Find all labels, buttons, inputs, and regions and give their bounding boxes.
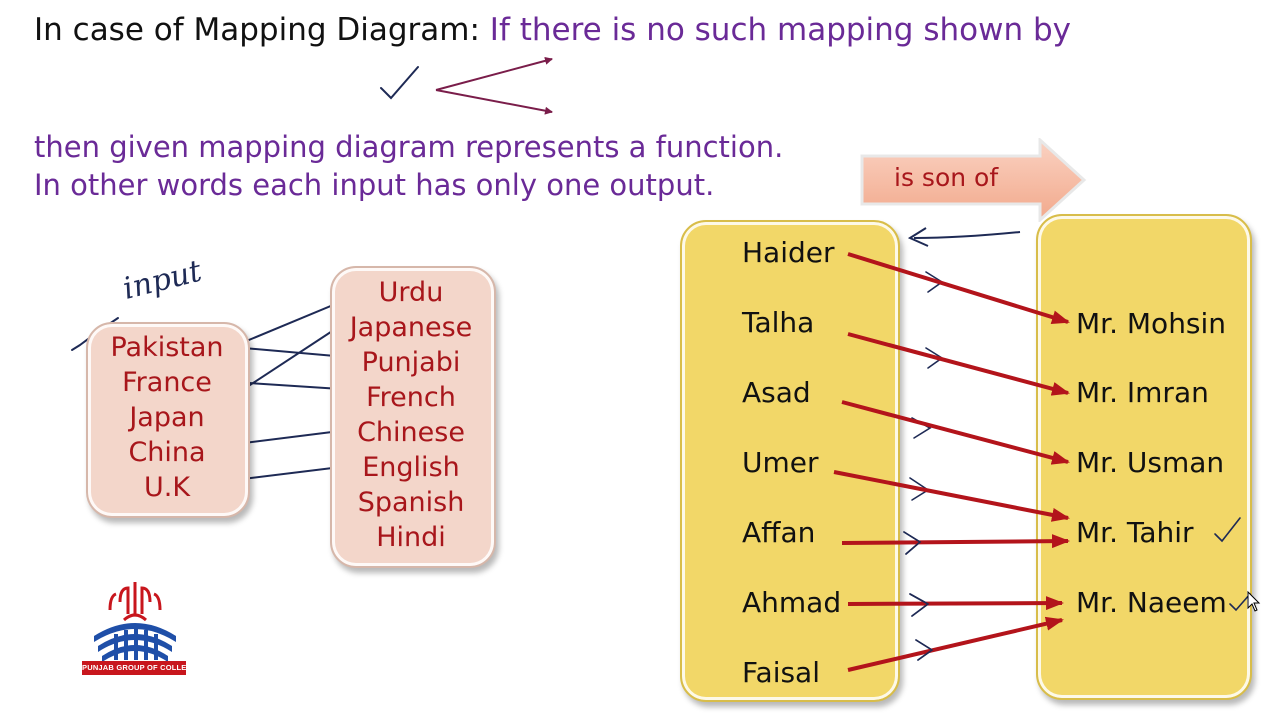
- domain-box-countries: [86, 322, 250, 518]
- domain-item: U.K: [143, 472, 191, 503]
- codomain-box-languages: [330, 266, 496, 568]
- fork-arrow-lower: [435, 89, 553, 115]
- heading-line: In case of Mapping Diagram: If there is …: [34, 12, 1071, 48]
- arrow-faisal-naeem: [847, 616, 1064, 672]
- college-logo: [94, 582, 176, 662]
- domain-item: Ahmad: [742, 586, 842, 619]
- tick-mark-icon: [1214, 517, 1241, 543]
- note-line-2: then given mapping diagram represents a …: [34, 130, 784, 164]
- codomain-item: Japanese: [349, 312, 473, 343]
- arrow-talha-imran: [847, 332, 1070, 396]
- chevron-right-icon: [909, 593, 930, 617]
- tick-mark-icon: [380, 66, 419, 100]
- tick-mark-icon: [1229, 593, 1251, 612]
- mouse-cursor-icon: [1247, 590, 1261, 612]
- chevron-right-icon: [903, 531, 922, 555]
- codomain-item: French: [366, 382, 456, 413]
- fork-example-arrows: [435, 56, 553, 115]
- codomain-item: Mr. Naeem: [1076, 586, 1227, 619]
- domain-item: Umer: [742, 446, 819, 479]
- codomain-item: English: [362, 452, 460, 483]
- codomain-item: Mr. Mohsin: [1076, 307, 1227, 340]
- codomain-item: Chinese: [357, 417, 465, 448]
- domain-item: France: [122, 367, 212, 398]
- domain-item: China: [128, 437, 206, 468]
- domain-item: Japan: [129, 402, 205, 433]
- codomain-item: Mr. Tahir: [1076, 516, 1194, 549]
- codomain-item: Punjabi: [361, 347, 461, 378]
- arrow-affan-tahir: [841, 534, 1070, 549]
- relation-banner-arrow: [860, 138, 1087, 222]
- arrow-umer-tahir: [833, 470, 1070, 522]
- domain-item: Haider: [742, 236, 835, 269]
- handwritten-back-arrow: [907, 227, 1021, 247]
- domain-box-sons: [680, 220, 900, 702]
- back-arrow-shaft: [913, 231, 1021, 239]
- fork-arrow-upper: [435, 56, 553, 91]
- codomain-item: Mr. Usman: [1076, 446, 1225, 479]
- note-line-3: In other words each input has only one o…: [34, 168, 715, 202]
- relation-label: is son of: [894, 163, 999, 192]
- domain-item: Affan: [742, 516, 816, 549]
- domain-item: Pakistan: [110, 332, 224, 363]
- arrow-asad-usman: [841, 400, 1070, 465]
- codomain-item: Mr. Imran: [1076, 376, 1209, 409]
- heading-rest: If there is no such mapping shown by: [489, 12, 1071, 48]
- college-logo-text: PUNJAB GROUP OF COLLEGES: [82, 661, 203, 675]
- codomain-box-fathers: [1036, 214, 1252, 700]
- domain-item: Faisal: [742, 656, 820, 689]
- domain-item: Talha: [742, 306, 815, 339]
- codomain-item: Urdu: [378, 277, 444, 308]
- chevron-right-icon: [915, 639, 934, 661]
- codomain-item: Hindi: [376, 522, 446, 553]
- codomain-item: Spanish: [357, 487, 465, 518]
- back-arrow-head-icon: [907, 227, 929, 247]
- domain-item: Asad: [742, 376, 811, 409]
- heading-prefix: In case of Mapping Diagram:: [34, 12, 480, 48]
- arrow-haider-mohsin: [847, 252, 1070, 324]
- arrow-ahmad-naeem: [847, 596, 1064, 611]
